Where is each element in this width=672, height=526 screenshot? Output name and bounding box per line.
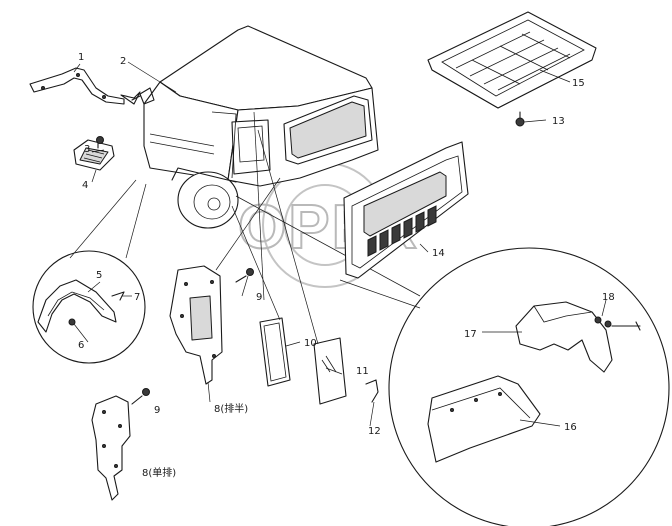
- callout-10: 10: [304, 338, 317, 349]
- callout-1: 1: [78, 52, 84, 63]
- part-13-bolt: [515, 111, 525, 127]
- callout-11: 11: [356, 366, 369, 377]
- callout-4: 4: [82, 180, 88, 191]
- callout-3: 3: [84, 144, 90, 155]
- part-8-panel-a: [169, 265, 223, 385]
- callout-6: 6: [78, 340, 84, 351]
- callout-7: 7: [134, 292, 140, 303]
- callout-8-single-row: 8(单排): [142, 466, 176, 479]
- part-14-back-wall: [343, 141, 469, 279]
- part-9-screw-a: [235, 268, 254, 283]
- callout-17: 17: [464, 329, 477, 340]
- callout-2: 2: [120, 56, 126, 67]
- part-2-cab: [131, 25, 421, 297]
- detail-circle-fender: [32, 250, 146, 364]
- detail-circle-brackets: [388, 247, 670, 526]
- part-8-panel-b: [91, 395, 131, 501]
- callout-9-upper: 9: [256, 292, 262, 303]
- leader-lines: [69, 61, 607, 427]
- callout-5: 5: [96, 270, 102, 281]
- callout-16: 16: [564, 422, 577, 433]
- callout-8-half-row: 8(排半): [214, 402, 248, 415]
- part-9-screw-b: [131, 388, 150, 405]
- callouts: 1 2 3 4 5 6 7 8(排半) 8(单排) 9 9 10 11 12 1…: [78, 52, 615, 479]
- callout-9-lower: 9: [154, 405, 160, 416]
- callout-18: 18: [602, 292, 615, 303]
- callout-14: 14: [432, 248, 445, 259]
- part-11-glass: [313, 337, 347, 405]
- part-1-bracket: [29, 67, 141, 105]
- part-10-seal: [259, 317, 291, 387]
- part-15-roof-cover: [427, 11, 597, 109]
- part-12-latch: [365, 379, 379, 403]
- callout-12: 12: [368, 426, 381, 437]
- callout-13: 13: [552, 116, 565, 127]
- callout-15: 15: [572, 78, 585, 89]
- part-4-step: [73, 136, 115, 171]
